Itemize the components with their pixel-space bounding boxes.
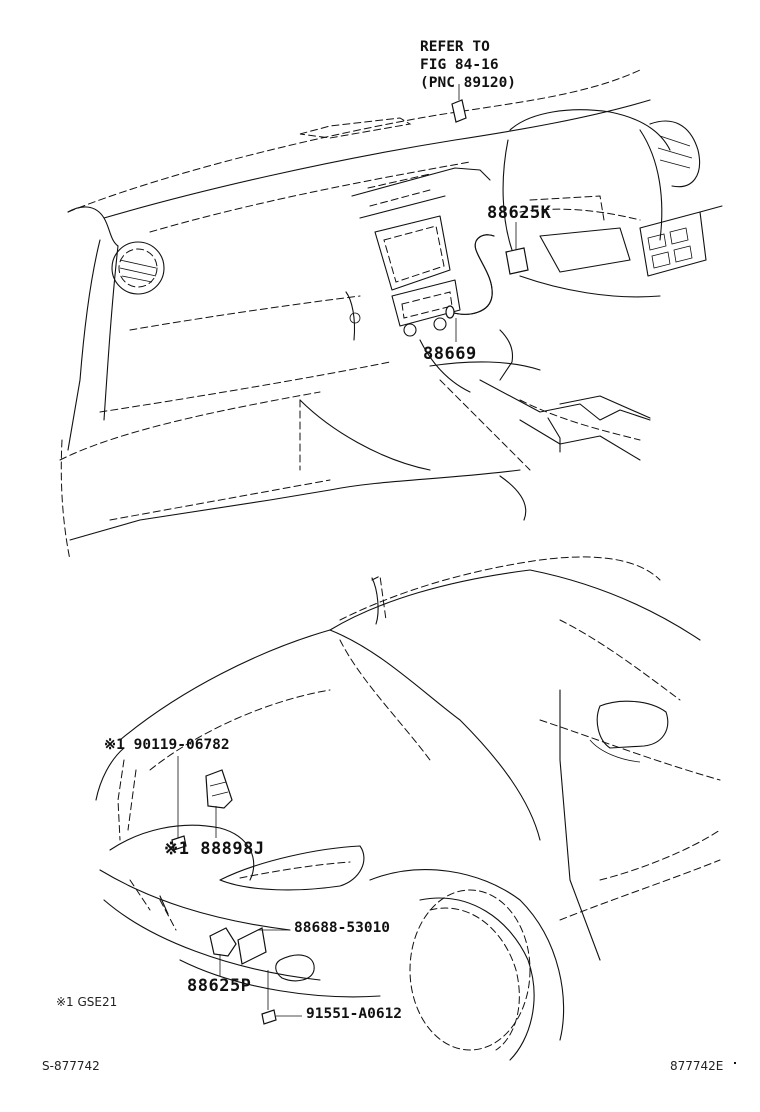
dashboard-illustration [59, 69, 723, 561]
car-illustration [95, 556, 721, 1061]
bolt-part-90119 [171, 835, 187, 851]
footer-right-code: 877742E [670, 1059, 724, 1073]
parts-upper [445, 84, 529, 342]
corner-mark [734, 1062, 736, 1064]
callout-88688-53010: 88688-53010 [294, 920, 391, 936]
callout-88625k: 88625K [487, 203, 552, 223]
callout-90119-06782: ※1 90119-06782 [104, 737, 230, 753]
clip-part-89120 [451, 99, 467, 123]
footer-left-code: S-877742 [42, 1059, 100, 1073]
callout-88669: 88669 [423, 344, 477, 364]
bolt-part-91551 [261, 1009, 277, 1025]
parts-lower [171, 756, 302, 1025]
callout-refer-line2: FIG 84-16 [420, 57, 499, 73]
callout-91551-a0612: 91551-A0612 [306, 1006, 403, 1022]
callout-refer-line3: (PNC 89120) [420, 75, 517, 91]
sensor-part-88625k [505, 247, 529, 275]
callout-refer-line1: REFER TO [420, 39, 490, 55]
bracket-part-88688 [237, 927, 267, 965]
sensor-part-88898j [205, 769, 233, 809]
footnote-model: ※1 GSE21 [56, 995, 118, 1009]
callout-88898j: ※1 88898J [164, 839, 265, 859]
sensor-part-88625p [209, 927, 237, 957]
callout-88625p: 88625P [187, 976, 252, 996]
